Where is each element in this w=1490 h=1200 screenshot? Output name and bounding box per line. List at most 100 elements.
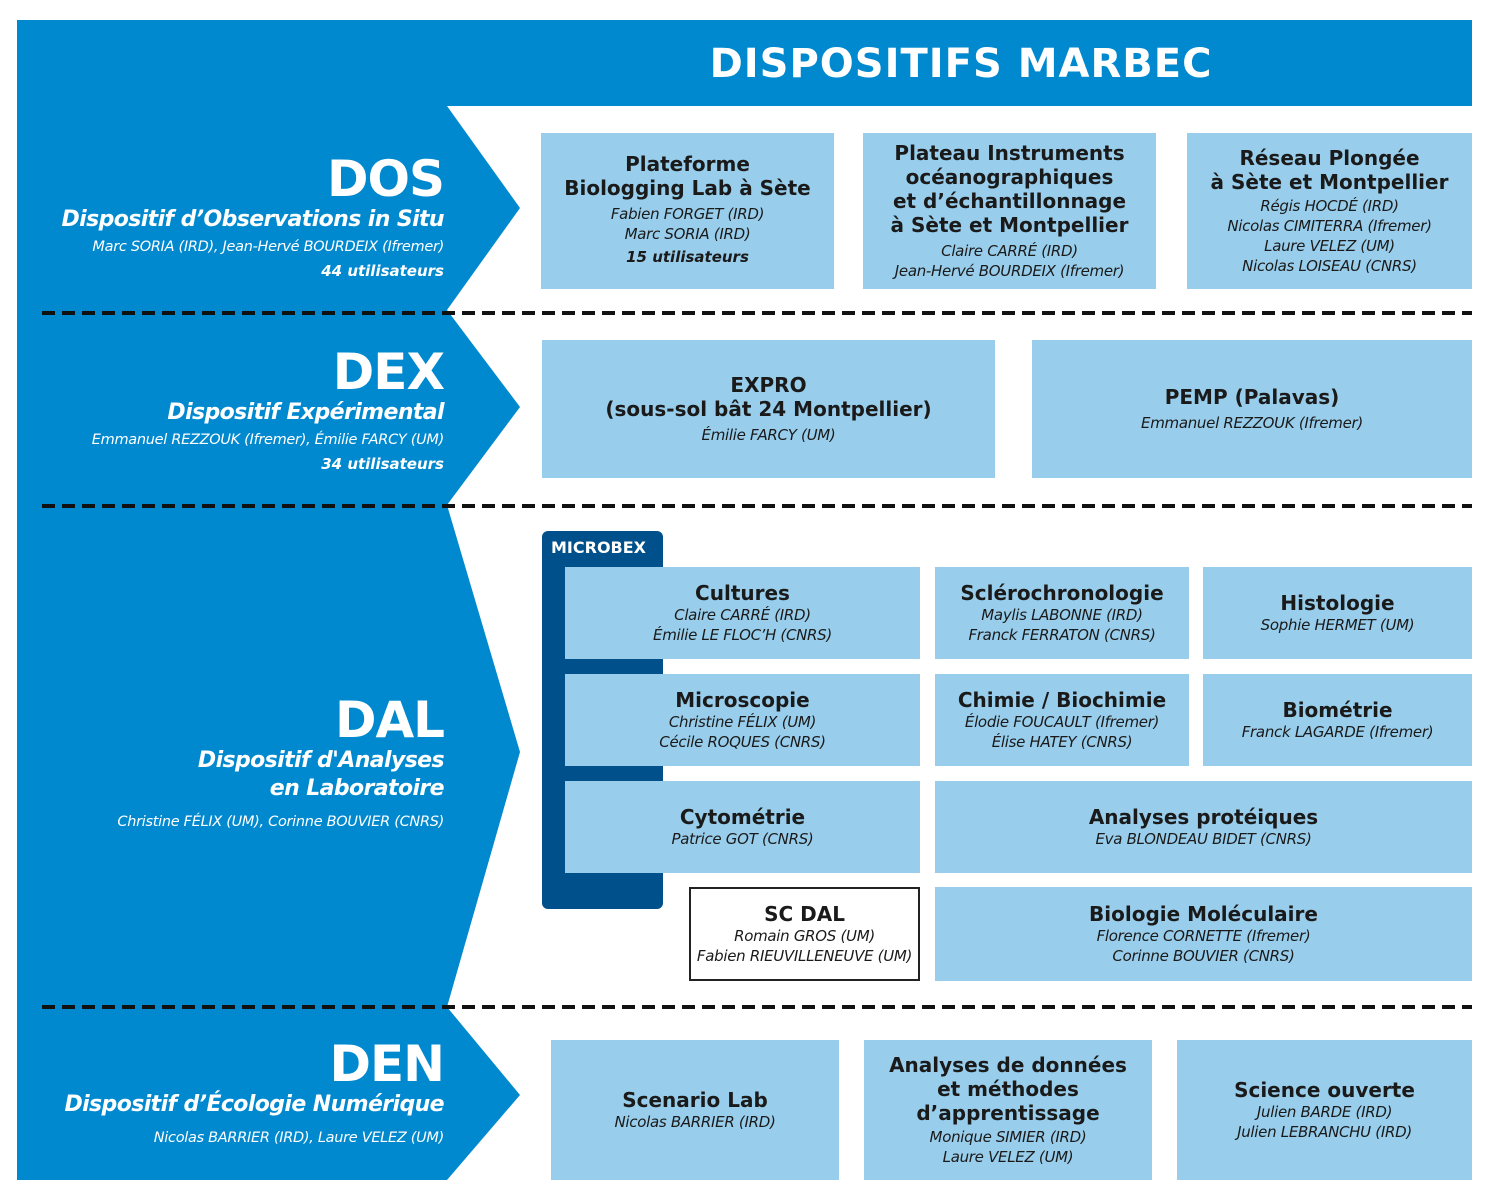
microbex-label: MICROBEX — [551, 538, 646, 557]
box-users: 15 utilisateurs — [626, 248, 749, 266]
platform-analyses-donnees: Analyses de données et méthodes d’appren… — [864, 1040, 1152, 1180]
box-title: Cytométrie — [679, 805, 806, 829]
box-title: à Sète et Montpellier — [890, 213, 1129, 237]
section-managers: Nicolas BARRIER (IRD), Laure VELEZ (UM) — [153, 1130, 445, 1146]
box-title: et méthodes — [937, 1077, 1079, 1101]
box-person: Élodie FOUCAULT (Ifremer) — [964, 713, 1160, 731]
section-name: Dispositif d’Observations in Situ — [61, 207, 444, 232]
section-code: DEN — [329, 1035, 445, 1093]
box-title: Chimie / Biochimie — [957, 688, 1167, 712]
box-title: Réseau Plongée — [1239, 146, 1420, 170]
box-title: et d’échantillonnage — [892, 189, 1127, 213]
box-person: Eva BLONDEAU BIDET (CNRS) — [1095, 830, 1312, 848]
box-person: Nicolas BARRIER (IRD) — [614, 1113, 776, 1131]
box-person: Cécile ROQUES (CNRS) — [659, 733, 826, 751]
box-title: Biologie Moléculaire — [1089, 902, 1318, 926]
box-person: Claire CARRÉ (IRD) — [941, 242, 1078, 260]
box-person: Fabien FORGET (IRD) — [610, 205, 765, 223]
box-person: Nicolas LOISEAU (CNRS) — [1242, 257, 1417, 275]
box-person: Florence CORNETTE (Ifremer) — [1096, 927, 1311, 945]
platform-expro: EXPRO (sous-sol bât 24 Montpellier) Émil… — [542, 340, 995, 478]
section-managers: Marc SORIA (IRD), Jean-Hervé BOURDEIX (I… — [92, 239, 444, 255]
platform-analyses-proteiques: Analyses protéiques Eva BLONDEAU BIDET (… — [935, 781, 1472, 873]
box-person: Fabien RIEUVILLENEUVE (UM) — [696, 947, 913, 965]
platform-microscopie: Microscopie Christine FÉLIX (UM) Cécile … — [565, 674, 920, 766]
box-person: Marc SORIA (IRD) — [624, 225, 751, 243]
platform-biologging-lab: Plateforme Biologging Lab à Sète Fabien … — [541, 133, 834, 289]
section-dividers — [42, 311, 1472, 1009]
box-person: Nicolas CIMITERRA (Ifremer) — [1227, 217, 1432, 235]
box-person: Régis HOCDÉ (IRD) — [1260, 197, 1399, 215]
box-person: Maylis LABONNE (IRD) — [981, 606, 1143, 624]
section-dos-label: DOS Dispositif d’Observations in Situ Ma… — [20, 150, 445, 284]
box-title: Analyses protéiques — [1088, 805, 1319, 829]
platform-reseau-plongee: Réseau Plongée à Sète et Montpellier Rég… — [1187, 133, 1472, 289]
box-title: (sous-sol bât 24 Montpellier) — [605, 397, 932, 421]
box-person: Laure VELEZ (UM) — [942, 1148, 1074, 1166]
box-person: Émilie FARCY (UM) — [701, 426, 836, 444]
section-managers: Christine FÉLIX (UM), Corinne BOUVIER (C… — [117, 814, 444, 830]
box-person: Julien BARDE (IRD) — [1256, 1103, 1393, 1121]
box-title: Biologging Lab à Sète — [564, 176, 811, 200]
platform-pemp: PEMP (Palavas) Emmanuel REZZOUK (Ifremer… — [1032, 340, 1472, 478]
section-managers: Emmanuel REZZOUK (Ifremer), Émilie FARCY… — [91, 432, 445, 448]
page-title: DISPOSITIFS MARBEC — [709, 41, 1213, 87]
blue-band — [17, 20, 1472, 1180]
platform-chimie-biochimie: Chimie / Biochimie Élodie FOUCAULT (Ifre… — [935, 674, 1189, 766]
platform-cytometrie: Cytométrie Patrice GOT (CNRS) — [565, 781, 920, 873]
box-title: Plateforme — [625, 152, 750, 176]
box-person: Monique SIMIER (IRD) — [929, 1128, 1087, 1146]
section-users: 34 utilisateurs — [321, 455, 444, 473]
platform-instruments-oceanographiques: Plateau Instruments océanographiques et … — [863, 133, 1156, 289]
section-code: DAL — [334, 691, 445, 749]
platform-biometrie: Biométrie Franck LAGARDE (Ifremer) — [1203, 674, 1472, 766]
box-person: Franck LAGARDE (Ifremer) — [1241, 723, 1434, 741]
platform-sclerochronologie: Sclérochronologie Maylis LABONNE (IRD) F… — [935, 567, 1189, 659]
box-person: Romain GROS (UM) — [734, 927, 875, 945]
section-name: Dispositif d’Écologie Numérique — [64, 1092, 444, 1117]
box-title: Histologie — [1280, 591, 1395, 615]
platform-biologie-moleculaire: Biologie Moléculaire Florence CORNETTE (… — [935, 887, 1472, 981]
box-person: Claire CARRÉ (IRD) — [674, 606, 811, 624]
section-code: DEX — [332, 343, 445, 401]
box-title: Microscopie — [675, 688, 810, 712]
box-person: Émilie LE FLOC’H (CNRS) — [653, 626, 832, 644]
box-title: SC DAL — [764, 902, 845, 926]
platform-histologie: Histologie Sophie HERMET (UM) — [1203, 567, 1472, 659]
section-name-line-2: en Laboratoire — [269, 776, 445, 801]
box-title: à Sète et Montpellier — [1210, 170, 1449, 194]
box-person: Franck FERRATON (CNRS) — [968, 626, 1156, 644]
box-person: Christine FÉLIX (UM) — [668, 713, 817, 731]
box-person: Corinne BOUVIER (CNRS) — [1112, 947, 1295, 965]
section-name-line-1: Dispositif d'Analyses — [197, 748, 445, 773]
section-users: 44 utilisateurs — [321, 262, 444, 280]
box-person: Jean-Hervé BOURDEIX (Ifremer) — [894, 262, 1125, 280]
section-dal-label: DAL Dispositif d'Analyses en Laboratoire… — [20, 691, 445, 833]
box-person: Laure VELEZ (UM) — [1264, 237, 1395, 255]
section-code: DOS — [326, 150, 445, 208]
platform-sc-dal: SC DAL Romain GROS (UM) Fabien RIEUVILLE… — [689, 887, 920, 981]
box-person: Emmanuel REZZOUK (Ifremer) — [1141, 414, 1363, 432]
platform-scenario-lab: Scenario Lab Nicolas BARRIER (IRD) — [551, 1040, 839, 1180]
section-dex-label: DEX Dispositif Expérimental Emmanuel REZ… — [20, 343, 445, 477]
box-title: Analyses de données — [889, 1053, 1127, 1077]
box-title: EXPRO — [730, 373, 807, 397]
box-person: Élise HATEY (CNRS) — [991, 733, 1133, 751]
platform-cultures: Cultures Claire CARRÉ (IRD) Émilie LE FL… — [565, 567, 920, 659]
section-name: Dispositif Expérimental — [167, 400, 444, 425]
box-title: PEMP (Palavas) — [1164, 385, 1340, 409]
box-title: Sclérochronologie — [960, 581, 1164, 605]
box-person: Patrice GOT (CNRS) — [671, 830, 814, 848]
box-person: Sophie HERMET (UM) — [1260, 616, 1415, 634]
section-den-label: DEN Dispositif d’Écologie Numérique Nico… — [20, 1035, 445, 1149]
box-title: océanographiques — [905, 165, 1114, 189]
box-title: Science ouverte — [1234, 1078, 1415, 1102]
box-title: d’apprentissage — [916, 1101, 1100, 1125]
box-title: Scenario Lab — [622, 1088, 768, 1112]
box-title: Cultures — [695, 581, 790, 605]
box-person: Julien LEBRANCHU (IRD) — [1237, 1123, 1412, 1141]
platform-science-ouverte: Science ouverte Julien BARDE (IRD) Julie… — [1177, 1040, 1472, 1180]
box-title: Biométrie — [1282, 698, 1393, 722]
box-title: Plateau Instruments — [894, 141, 1125, 165]
